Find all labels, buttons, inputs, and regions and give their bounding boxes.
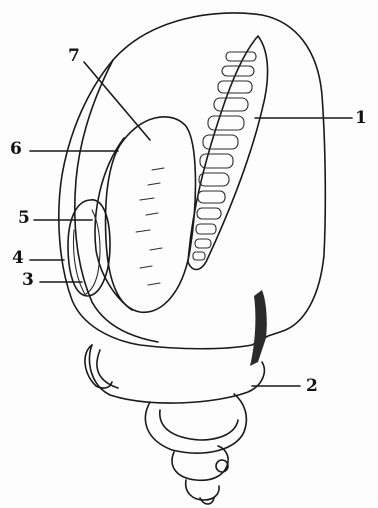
- whorl-2-inner: [160, 410, 238, 440]
- lamella-11: [196, 224, 216, 234]
- whorl-1-suture: [97, 350, 118, 388]
- label-2: 2: [306, 378, 318, 395]
- label-4: 4: [12, 250, 24, 267]
- structure-3: [86, 210, 100, 294]
- structure-7-hatching: [136, 168, 164, 285]
- lamella-13: [193, 252, 205, 260]
- label-6: 6: [10, 141, 22, 158]
- label-5: 5: [18, 210, 30, 227]
- lamella-4: [214, 98, 248, 111]
- lamella-1: [226, 52, 256, 61]
- lamella-6: [203, 135, 238, 149]
- leader-lines: [30, 62, 352, 386]
- lamella-12: [195, 239, 211, 248]
- lamella-10: [197, 208, 221, 219]
- lamella-3: [218, 81, 252, 93]
- whorl-1: [89, 345, 264, 403]
- body-outline: [59, 13, 326, 349]
- whorl-4: [186, 480, 219, 500]
- left-fold: [85, 345, 112, 388]
- lamella-9: [198, 191, 225, 203]
- label-1: 1: [355, 110, 367, 127]
- dark-band: [250, 290, 267, 366]
- label-7: 7: [68, 48, 80, 65]
- label-3: 3: [22, 272, 34, 289]
- gill-lamellae: [193, 52, 256, 260]
- lamella-5: [208, 116, 244, 130]
